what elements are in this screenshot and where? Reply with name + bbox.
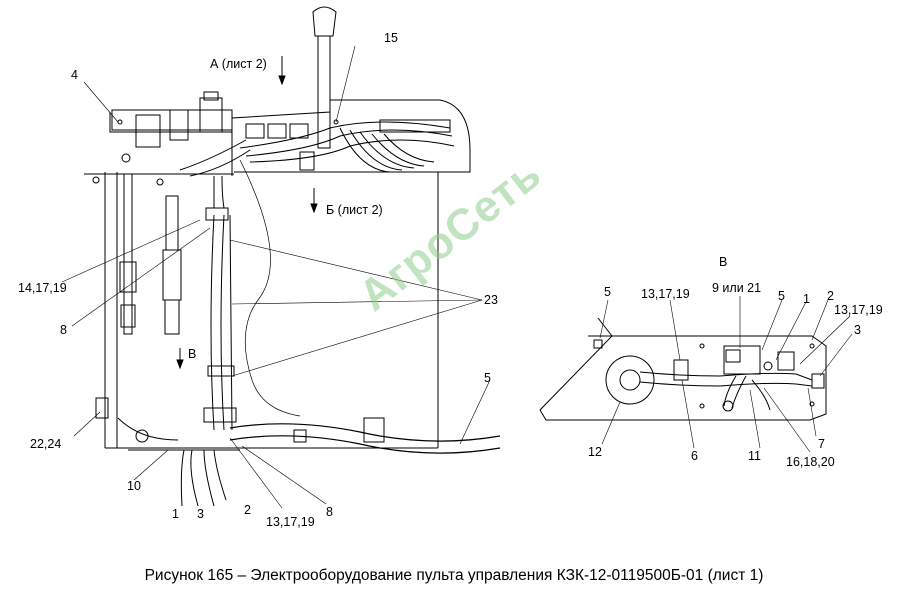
view-a-label: А (лист 2) — [210, 57, 267, 71]
callout-8-bottom: 8 — [326, 505, 333, 519]
detail-callout-6: 6 — [691, 449, 698, 463]
callout-1-main: 1 — [172, 507, 179, 521]
callout-5-main: 5 — [484, 371, 491, 385]
detail-callout-1: 1 — [803, 292, 810, 306]
console-body — [84, 7, 500, 506]
leader-lines-main — [62, 46, 490, 508]
callout-23: 23 — [484, 293, 498, 307]
callout-10: 10 — [127, 479, 141, 493]
detail-callout-7: 7 — [818, 437, 825, 451]
detail-callout-11: 11 — [748, 449, 761, 463]
callout-15: 15 — [384, 31, 398, 45]
detail-callout-9-or-21: 9 или 21 — [712, 281, 762, 295]
detail-view-v — [540, 318, 826, 420]
detail-callout-13-17-19-a: 13,17,19 — [641, 287, 690, 301]
figure-caption: Рисунок 165 – Электрооборудование пульта… — [144, 567, 764, 584]
detail-callout-12: 12 — [588, 445, 602, 459]
callout-3-main: 3 — [197, 507, 204, 521]
callout-4: 4 — [71, 68, 78, 82]
leader-lines-detail — [600, 296, 852, 452]
detail-callout-5-left: 5 — [604, 285, 611, 299]
detail-callout-16-18-20: 16,18,20 — [786, 455, 835, 469]
view-b-label: Б (лист 2) — [326, 203, 383, 217]
detail-callout-5-right: 5 — [778, 289, 785, 303]
callout-8-left: 8 — [60, 323, 67, 337]
callout-14-17-19: 14,17,19 — [18, 281, 67, 295]
view-arrows — [177, 56, 317, 368]
view-v-arrow-label: В — [188, 347, 197, 361]
callout-2-main: 2 — [244, 503, 251, 517]
detail-callout-2: 2 — [827, 289, 834, 303]
detail-callout-3: 3 — [854, 323, 861, 337]
view-v-title: В — [719, 255, 728, 269]
detail-callout-13-17-19-b: 13,17,19 — [834, 303, 883, 317]
callout-13-17-19-main: 13,17,19 — [266, 515, 315, 529]
callout-22-24: 22,24 — [30, 437, 62, 451]
